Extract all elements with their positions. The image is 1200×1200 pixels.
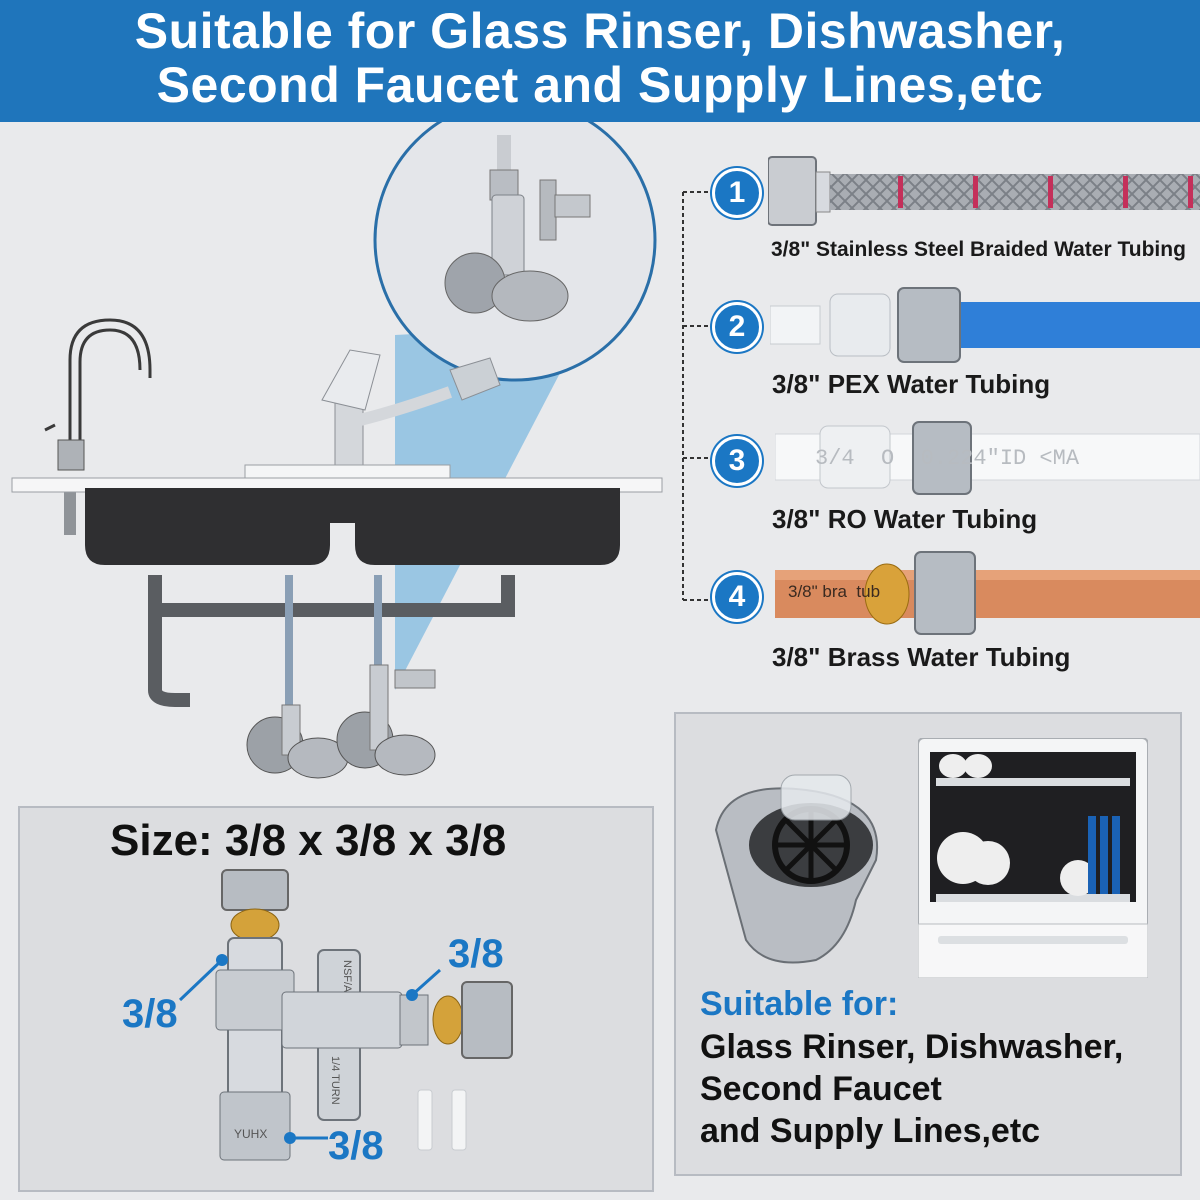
measure-right: 3/8	[448, 932, 504, 976]
suitable-heading: Suitable for:	[700, 985, 899, 1023]
tube-label-2: 3/8" PEX Water Tubing	[772, 369, 1051, 399]
tube-number-3: 3	[712, 436, 762, 486]
suitable-line-2: Second Faucet	[700, 1070, 942, 1108]
tee-valve-icon: YUHX NSF/ANSI 61 1/4 TURN	[178, 869, 513, 1161]
brass-tube-icon	[775, 551, 1200, 635]
suitable-line-1: Glass Rinser, Dishwasher,	[700, 1028, 1124, 1066]
braided-tube-icon	[768, 156, 1200, 226]
suitable-line-3: and Supply Lines,etc	[700, 1112, 1041, 1150]
size-title: Size: 3/8 x 3/8 x 3/8	[110, 816, 507, 865]
tube-label-3: 3/8" RO Water Tubing	[772, 504, 1038, 534]
tube-number-4: 4	[712, 572, 762, 622]
angle-valve-right-icon	[336, 664, 436, 776]
zoomed-valve-icon	[444, 135, 591, 322]
glass-rinser-icon	[714, 774, 879, 964]
tube-number-2: 2	[712, 302, 762, 352]
tube-label-1: 3/8" Stainless Steel Braided Water Tubin…	[771, 238, 1186, 261]
valve-turn-text: 1/4 TURN	[329, 1056, 341, 1105]
sink-illustration	[11, 122, 663, 779]
ro-tube-icon	[775, 421, 1200, 495]
angle-valve-left-icon	[246, 704, 349, 779]
valve-brand-text: YUHX	[234, 1127, 267, 1141]
banner-line-2: Second Faucet and Supply Lines,etc	[156, 57, 1044, 113]
tube-number-1: 1	[712, 168, 762, 218]
tube-options-bracket	[682, 191, 715, 601]
brass-tube-print: 3/8" bra tub	[788, 582, 881, 601]
dishwasher-icon	[918, 738, 1148, 978]
banner-line-1: Suitable for Glass Rinser, Dishwasher,	[134, 3, 1066, 59]
measure-left: 3/8	[122, 992, 178, 1036]
tube-label-4: 3/8" Brass Water Tubing	[772, 642, 1071, 672]
ro-tube-print: 3/4 O 0.224"ID <MA	[815, 446, 1080, 471]
header-banner: Suitable for Glass Rinser, Dishwasher, S…	[0, 0, 1200, 122]
pex-tube-icon	[770, 287, 1200, 363]
measure-bottom: 3/8	[328, 1124, 384, 1168]
filter-faucet-icon	[44, 318, 152, 470]
kitchen-faucet-icon	[321, 349, 501, 466]
